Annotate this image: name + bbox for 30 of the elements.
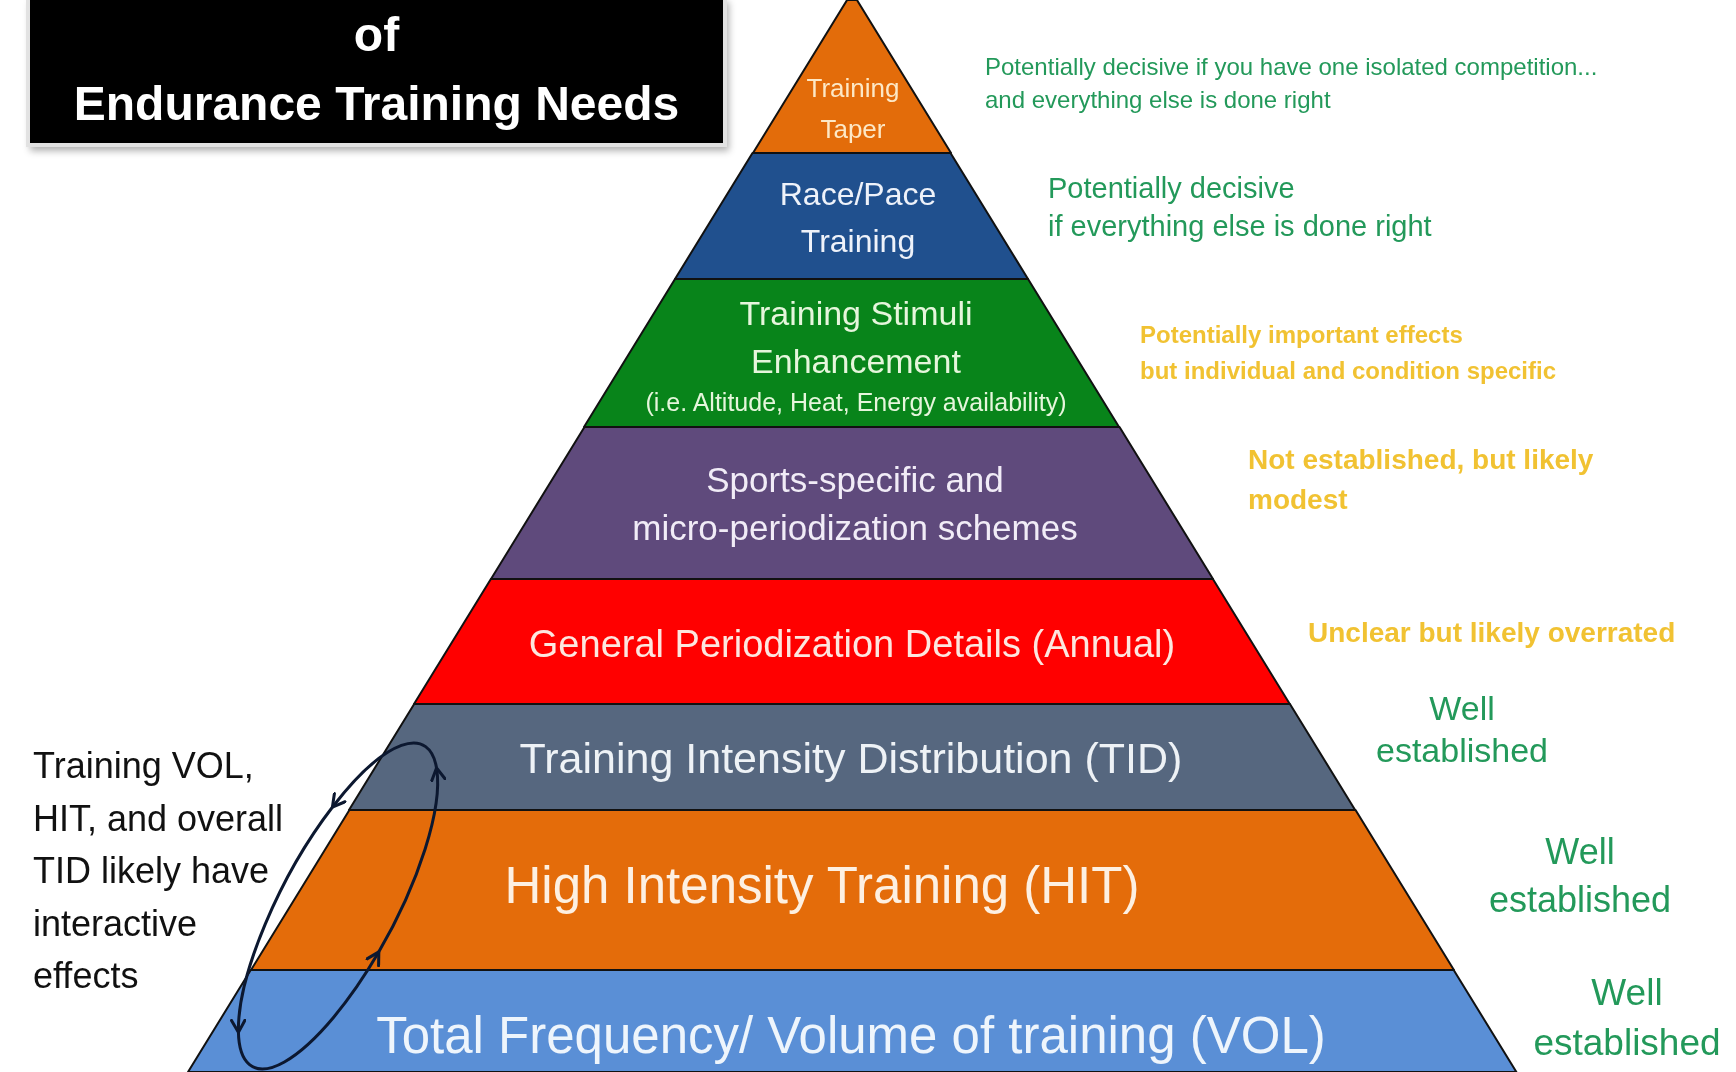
curved-arrow <box>230 805 335 1034</box>
annotation-text: Unclear but likely overrated <box>1308 616 1677 650</box>
tier-note: (i.e. Altitude, Heat, Energy availability) <box>644 387 1068 418</box>
pyramid-tier <box>348 704 1356 810</box>
annotation-text: Well established <box>1532 971 1722 1065</box>
tier-label: Training Intensity Distribution (TID) <box>518 733 1184 783</box>
annotation-text: Potentially important effects but individual and condition specific <box>1140 320 1557 386</box>
tier-label: Total Frequency/ Volume of training (VOL) <box>375 1007 1327 1065</box>
pyramid-tier <box>491 427 1213 579</box>
tier-label: Training Stimuli Enhancement <box>738 293 974 382</box>
pyramid-tier <box>187 970 1517 1072</box>
annotation-text: Not established, but likely modest <box>1248 443 1595 517</box>
tier-label: Race/Pace Training <box>778 175 938 261</box>
curved-arrow <box>330 741 439 809</box>
curved-arrow <box>236 950 381 1071</box>
annotation-text: Well established <box>1375 688 1549 771</box>
pyramid-tier <box>584 279 1120 427</box>
tier-label: Training Taper <box>805 72 901 146</box>
tier-label: Sports-specific and micro-periodization schemes <box>631 459 1079 549</box>
annotation-text: Potentially decisive if you have one isolated competition... and everything else is done right <box>985 52 1599 115</box>
pyramid-tier <box>414 579 1290 704</box>
pyramid-tier <box>753 0 951 153</box>
tier-label: General Periodization Details (Annual) <box>527 622 1177 667</box>
tier-label: High Intensity Training (HIT) <box>503 857 1141 915</box>
pyramid-tier <box>675 153 1029 279</box>
curved-arrow <box>377 766 446 954</box>
annotation-text: Potentially decisive if everything else is done right <box>1048 171 1433 244</box>
side-note: Training VOL, HIT, and overall TID likely have interactive effects <box>33 744 285 998</box>
title-text: of Endurance Training Needs <box>72 7 681 132</box>
annotation-text: Well established <box>1487 830 1673 922</box>
